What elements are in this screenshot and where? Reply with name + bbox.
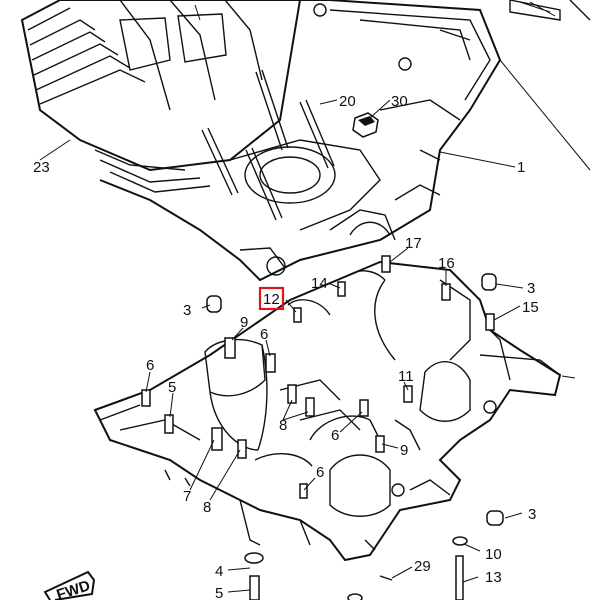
cylinder-block <box>20 0 302 193</box>
label-part-4: 4 <box>215 563 223 580</box>
leader-lines <box>39 99 576 593</box>
label-part-3-left: 3 <box>183 302 191 319</box>
label-part-1: 1 <box>517 159 525 176</box>
dowel-pins <box>206 273 504 526</box>
lower-crankcase <box>93 260 562 562</box>
label-part-6-upper: 6 <box>260 326 268 343</box>
label-part-6-left: 6 <box>146 357 154 374</box>
label-part-7: 7 <box>183 488 191 505</box>
label-part-23: 23 <box>33 159 50 176</box>
label-part-3-right: 3 <box>527 280 535 297</box>
label-part-17: 17 <box>405 235 422 252</box>
lower-case-studs <box>141 255 495 499</box>
label-part-13: 13 <box>485 569 502 586</box>
nut-part-30 <box>352 112 379 138</box>
label-part-6-center: 6 <box>331 427 339 444</box>
label-part-30: 30 <box>391 93 408 110</box>
label-part-5-mid: 5 <box>168 379 176 396</box>
label-part-15: 15 <box>522 299 539 316</box>
part-labels: 1 20 30 23 3 3 3 9 6 6 5 7 8 8 6 6 9 11 … <box>33 93 539 600</box>
label-part-10: 10 <box>485 546 502 563</box>
label-part-8-lower: 8 <box>203 499 211 516</box>
label-part-12: 12 <box>263 291 280 308</box>
forward-arrow-icon: FWD <box>43 570 96 600</box>
label-part-9-left: 9 <box>240 314 248 331</box>
label-part-20: 20 <box>339 93 356 110</box>
label-part-11: 11 <box>398 368 414 385</box>
label-part-8-center: 8 <box>279 417 287 434</box>
upper-crankcase <box>99 0 591 282</box>
fwd-label: FWD <box>55 577 93 600</box>
highlight-box <box>258 286 285 311</box>
cylinder-studs <box>201 69 335 221</box>
highlighted-part-12[interactable]: 12 <box>258 286 285 311</box>
label-part-5-bottom: 5 <box>215 585 223 600</box>
label-part-16: 16 <box>438 255 455 272</box>
label-part-3-bottom: 3 <box>528 506 536 523</box>
label-part-9-right: 9 <box>400 442 408 459</box>
label-part-29: 29 <box>414 558 431 575</box>
label-part-6-lower: 6 <box>316 464 324 481</box>
label-part-14: 14 <box>311 275 328 292</box>
bottom-hardware <box>244 536 468 600</box>
